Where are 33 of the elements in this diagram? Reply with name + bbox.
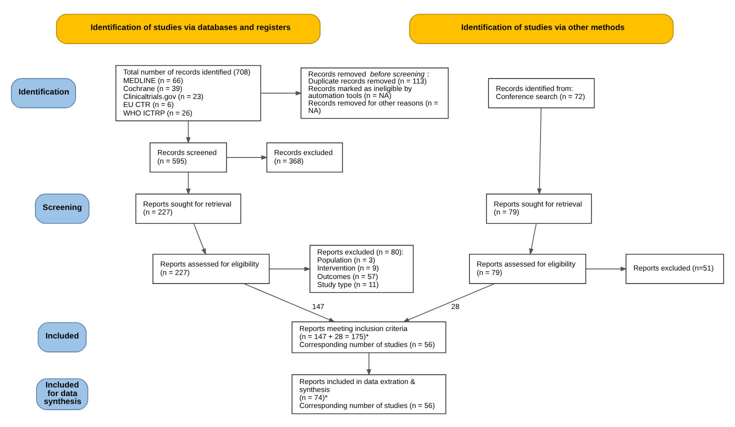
arrow	[186, 171, 191, 195]
arrow	[586, 266, 628, 271]
node-box: Reports sought for retrieval (n = 79)	[486, 193, 592, 224]
arrow	[529, 222, 537, 255]
edge-label: 28	[451, 301, 460, 310]
node-box: Total number of records identified (708) MEDLINE (n = 66) Cochrane (n = 39) Clinicaltrials.gov (n = 23) EU CTR (n = 6) WHO ICTRP (n = 26)	[115, 64, 262, 121]
arrow	[260, 90, 302, 95]
arrow	[226, 154, 268, 160]
node-box: Reports excluded (n=51)	[626, 253, 724, 284]
node-box: Reports assessed for eligibility (n = 79)	[469, 253, 586, 284]
node-box: Reports meeting inclusion criteria (n = 147 + 28 = 175)* Corresponding number of studies (n = 56)	[292, 320, 446, 353]
arrow	[244, 282, 336, 322]
node-box: Identification of studies via other methods	[409, 13, 674, 44]
arrow	[537, 107, 542, 195]
arrow	[366, 352, 372, 376]
arrow	[186, 120, 191, 144]
node-box: Included for data synthesis	[36, 378, 88, 410]
node-box: Reports assessed for eligibility (n = 227)	[152, 253, 270, 284]
node-box: Records removed before screening: Duplicate records removed (n = 113) Records marked as ineligible by automation tools (n = NA) Records removed for other reasons (n = NA)	[300, 67, 449, 118]
edge-label: 147	[312, 301, 324, 310]
node-box: Screening	[34, 193, 90, 224]
node-box: Identification of studies via databases and registers	[56, 13, 321, 44]
node-box: Reports included in data extration & synthesis (n = 74)* Corresponding number of studies (n = 56)	[292, 374, 446, 414]
node-box: Records screened (n = 595)	[150, 142, 227, 172]
node-box: Records identified from: Conference search (n = 72)	[488, 78, 595, 108]
arrow	[402, 282, 495, 322]
arrow	[268, 266, 311, 271]
node-box: Identification	[10, 78, 76, 108]
node-box: Reports excluded (n = 80): Population (n = 3) Intervention (n = 9) Outcomes (n = 57) Study type (n = 11)	[310, 244, 414, 292]
node-box: Included	[38, 322, 87, 352]
arrow	[193, 222, 206, 255]
node-box: Reports sought for retrieval (n = 227)	[135, 193, 242, 224]
node-box: Records excluded (n = 368)	[266, 142, 343, 172]
